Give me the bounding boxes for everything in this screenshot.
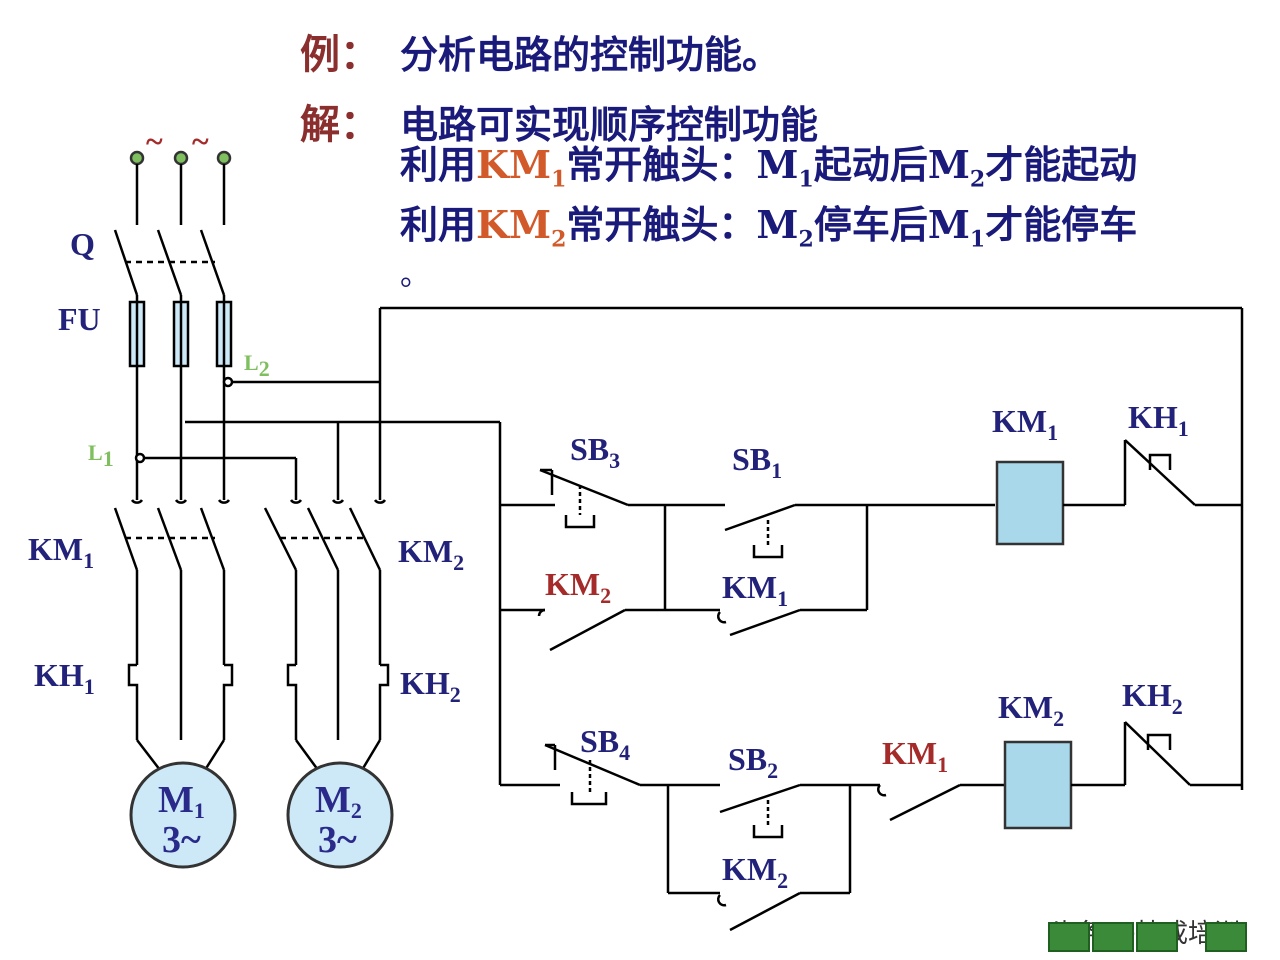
label-sb4: SB4	[580, 723, 630, 765]
tilde-2: ~	[192, 123, 209, 159]
label-fu: FU	[58, 301, 101, 337]
nav-first-icon[interactable]	[1048, 922, 1090, 952]
motor-m1	[129, 761, 237, 869]
nav-next-icon[interactable]	[1136, 922, 1178, 952]
terminal-2	[173, 150, 189, 166]
label-km2-main: KM2	[398, 533, 464, 575]
switch-q-blade-3	[199, 229, 226, 296]
answer-line-1: 电路可实现顺序控制功能	[400, 102, 819, 147]
tilde-1: ~	[146, 123, 163, 159]
terminal-1	[129, 150, 145, 166]
label-l1: L1	[88, 440, 114, 471]
label-sb3: SB3	[570, 431, 620, 473]
terminal-3	[216, 150, 232, 166]
label-kh1-contact: KH1	[1128, 399, 1189, 441]
motor-m2-phase: 3~	[318, 819, 357, 861]
motor-m2-name: M2	[315, 779, 362, 823]
label-l2: L2	[244, 350, 270, 381]
label-km2-hold: KM2	[722, 851, 788, 893]
example-label: 例：	[300, 31, 380, 78]
label-sb1: SB1	[732, 441, 782, 483]
wires	[113, 150, 1244, 932]
label-km1-coil: KM1	[992, 403, 1058, 445]
label-kh2-main: KH2	[400, 665, 461, 707]
answer-line-2: 利用KM1常开触头：M1起动后M2才能起动	[400, 142, 1138, 193]
label-q: Q	[70, 226, 95, 262]
label-sb2: SB2	[728, 741, 778, 783]
example-text: 分析电路的控制功能。	[400, 32, 781, 77]
answer-label: 解：	[300, 101, 380, 148]
nav-prev-icon[interactable]	[1092, 922, 1134, 952]
label-km1-interlock: KM1	[882, 735, 948, 777]
label-kh2-contact: KH2	[1122, 677, 1183, 719]
motor-m2	[286, 761, 394, 869]
label-kh1-main: KH1	[34, 657, 95, 699]
label-km2-interlock: KM2	[545, 566, 611, 608]
label-km1-main: KM1	[28, 531, 94, 573]
answer-line-3: 利用KM2常开触头：M2停车后M1才能停车	[400, 202, 1138, 253]
trailing-dot: 。	[400, 258, 430, 293]
motor-m1-phase: 3~	[162, 819, 201, 861]
nav-last-icon[interactable]	[1205, 922, 1247, 952]
label-km2-coil: KM2	[998, 689, 1064, 731]
label-km1-hold: KM1	[722, 569, 788, 611]
motor-m1-name: M1	[158, 779, 205, 823]
